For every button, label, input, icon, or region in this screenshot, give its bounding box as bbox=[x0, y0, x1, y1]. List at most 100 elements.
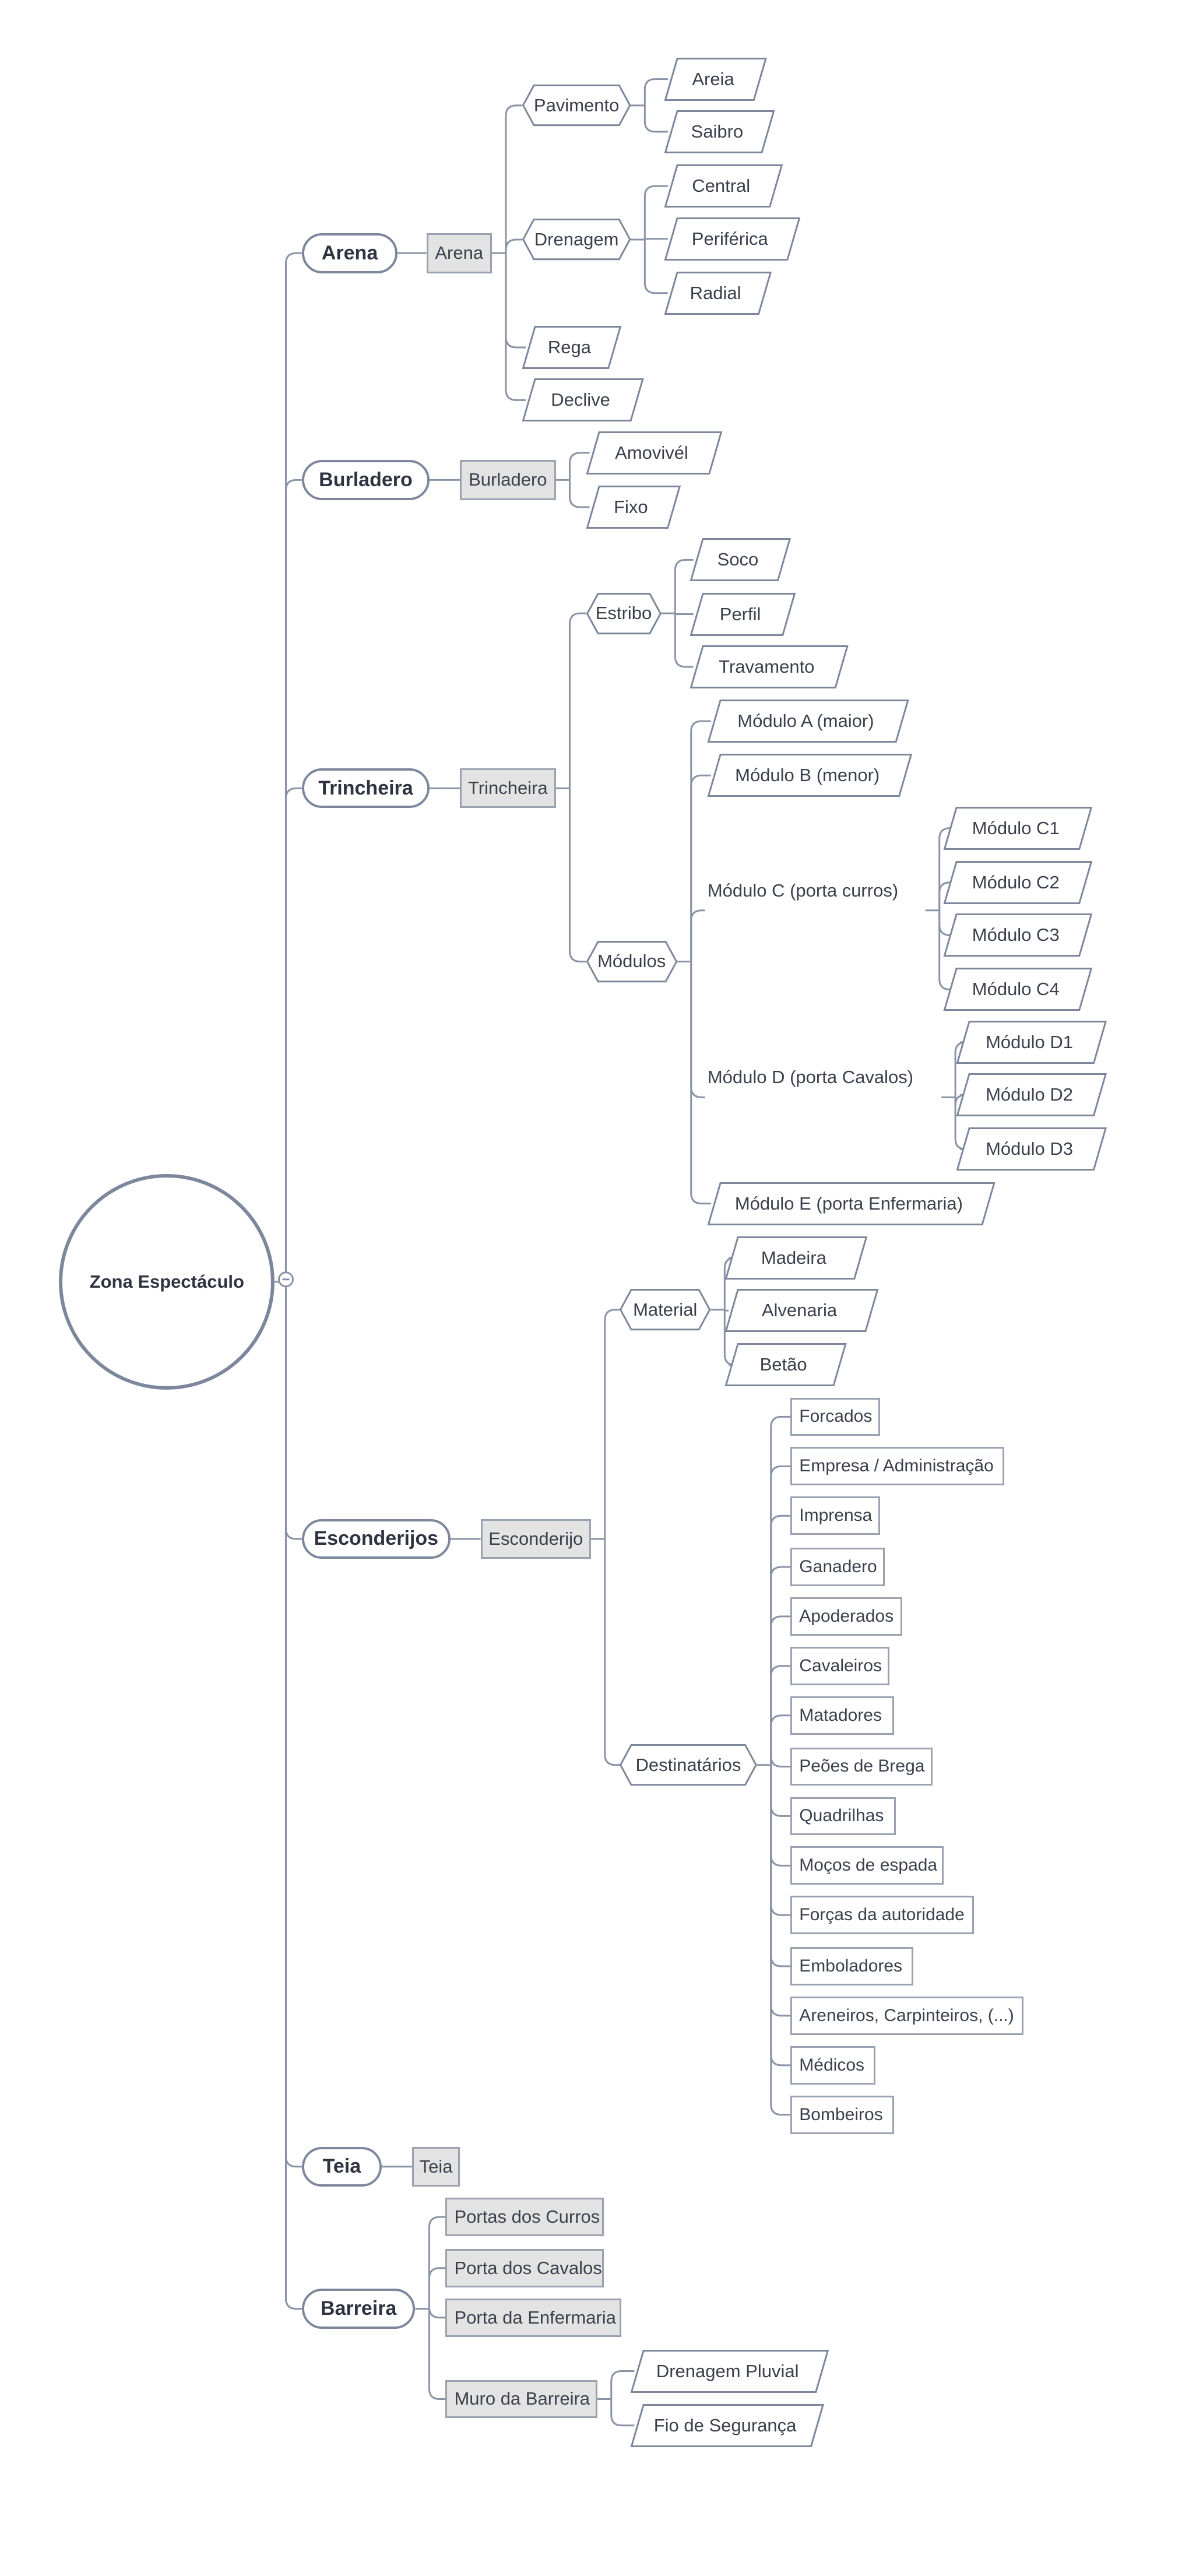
topic-para-fio-de-seguranca[interactable]: Fio de Segurança bbox=[630, 2403, 825, 2447]
topic-plain-modulo-d-porta-cavalos[interactable]: Módulo D (porta Cavalos) bbox=[708, 1057, 939, 1098]
topic-pill-barreira[interactable]: Barreira bbox=[301, 2289, 416, 2329]
topic-wbox-apoderados[interactable]: Apoderados bbox=[790, 1597, 903, 1636]
topic-label: Perfil bbox=[719, 603, 761, 624]
topic-label: Forças da autoridade bbox=[799, 1905, 965, 1925]
branch-line bbox=[643, 240, 668, 294]
parallelogram-shape bbox=[943, 968, 1093, 1011]
topic-hex-estribo[interactable]: Estribo bbox=[586, 592, 662, 634]
topic-hex-material[interactable]: Material bbox=[619, 1289, 711, 1331]
topic-para-modulo-c3[interactable]: Módulo C3 bbox=[943, 913, 1093, 957]
topic-para-modulo-d1[interactable]: Módulo D1 bbox=[956, 1020, 1107, 1064]
branch-line bbox=[428, 2308, 446, 2400]
topic-label: Central bbox=[692, 175, 751, 196]
topic-box-trincheira[interactable]: Trincheira bbox=[460, 768, 556, 809]
topic-label: Travamento bbox=[719, 656, 815, 677]
branch-line bbox=[284, 479, 302, 1282]
topic-label: Madeira bbox=[761, 1247, 826, 1268]
branch-line bbox=[770, 1615, 791, 1765]
topic-para-travamento[interactable]: Travamento bbox=[690, 645, 849, 688]
parallelogram-shape bbox=[943, 913, 1093, 957]
parallelogram-shape bbox=[664, 217, 801, 261]
topic-para-saibro[interactable]: Saibro bbox=[664, 110, 775, 154]
topic-label: Ganadero bbox=[799, 1556, 877, 1576]
topic-para-modulo-e-porta-enfermaria[interactable]: Módulo E (porta Enfermaria) bbox=[707, 1182, 996, 1225]
topic-para-modulo-c1[interactable]: Módulo C1 bbox=[943, 806, 1093, 850]
topic-label: Teia bbox=[322, 2155, 361, 2178]
topic-pill-arena[interactable]: Arena bbox=[301, 233, 398, 273]
topic-wbox-mocos-de-espada[interactable]: Moços de espada bbox=[790, 1846, 944, 1885]
branch-line bbox=[770, 1566, 791, 1765]
topic-hex-drenagem[interactable]: Drenagem bbox=[522, 219, 631, 261]
topic-label: Médicos bbox=[799, 2055, 865, 2075]
topic-label: Arena bbox=[321, 241, 378, 264]
topic-label: Estribo bbox=[595, 603, 652, 624]
topic-wbox-areneiros-carpinteiros[interactable]: Areneiros, Carpinteiros, (...) bbox=[790, 1997, 1024, 2035]
topic-box-portas-dos-curros[interactable]: Portas dos Curros bbox=[445, 2198, 604, 2236]
topic-label: Radial bbox=[690, 282, 741, 303]
topic-para-soco[interactable]: Soco bbox=[690, 538, 791, 582]
topic-box-esconderijo[interactable]: Esconderijo bbox=[480, 1519, 591, 1559]
topic-box-porta-dos-cavalos[interactable]: Porta dos Cavalos bbox=[445, 2248, 604, 2287]
topic-para-central[interactable]: Central bbox=[664, 164, 783, 208]
topic-para-modulo-c4[interactable]: Módulo C4 bbox=[943, 968, 1093, 1011]
topic-label: Burladero bbox=[319, 468, 413, 491]
topic-para-drenagem-pluvial[interactable]: Drenagem Pluvial bbox=[630, 2349, 829, 2393]
topic-hex-pavimento[interactable]: Pavimento bbox=[522, 85, 631, 126]
topic-wbox-medicos[interactable]: Médicos bbox=[790, 2046, 875, 2085]
topic-para-rega[interactable]: Rega bbox=[522, 325, 622, 369]
parallelogram-shape bbox=[956, 1020, 1107, 1064]
topic-box-arena[interactable]: Arena bbox=[426, 233, 492, 273]
topic-para-areia[interactable]: Areia bbox=[664, 57, 767, 101]
branch-line bbox=[284, 1281, 302, 1540]
central-topic[interactable]: Zona Espectáculo bbox=[59, 1173, 275, 1390]
topic-para-amovivel[interactable]: Amovivél bbox=[586, 431, 722, 475]
topic-box-teia[interactable]: Teia bbox=[411, 2146, 460, 2187]
topic-para-betao[interactable]: Betão bbox=[724, 1343, 847, 1387]
topic-wbox-ganadero[interactable]: Ganadero bbox=[790, 1548, 885, 1586]
topic-para-modulo-d3[interactable]: Módulo D3 bbox=[956, 1127, 1107, 1171]
parallelogram-shape bbox=[690, 645, 849, 688]
topic-pill-trincheira[interactable]: Trincheira bbox=[301, 768, 430, 809]
branch-line bbox=[284, 787, 302, 1282]
topic-wbox-peoes-de-brega[interactable]: Peões de Brega bbox=[790, 1747, 933, 1786]
topic-para-alvenaria[interactable]: Alvenaria bbox=[724, 1289, 879, 1333]
topic-plain-modulo-c-porta-curros[interactable]: Módulo C (porta curros) bbox=[708, 870, 923, 911]
topic-label: Alvenaria bbox=[761, 1300, 838, 1321]
topic-para-modulo-b-menor[interactable]: Módulo B (menor) bbox=[707, 754, 913, 797]
branch-line bbox=[690, 774, 711, 962]
branch-line bbox=[569, 452, 590, 480]
topic-para-modulo-c2[interactable]: Módulo C2 bbox=[943, 860, 1093, 904]
parallelogram-shape bbox=[943, 806, 1093, 850]
topic-box-burladero[interactable]: Burladero bbox=[460, 460, 556, 500]
topic-para-fixo[interactable]: Fixo bbox=[586, 485, 681, 529]
branch-line bbox=[604, 1309, 620, 1539]
topic-label: Módulo D1 bbox=[986, 1031, 1073, 1052]
topic-para-periferica[interactable]: Periférica bbox=[664, 217, 801, 261]
topic-label: Rega bbox=[547, 336, 591, 357]
topic-wbox-imprensa[interactable]: Imprensa bbox=[790, 1496, 880, 1535]
topic-wbox-forcas-da-autoridade[interactable]: Forças da autoridade bbox=[790, 1896, 975, 1935]
topic-para-declive[interactable]: Declive bbox=[522, 378, 644, 422]
topic-wbox-emboladores[interactable]: Emboladores bbox=[790, 1947, 914, 1985]
topic-para-madeira[interactable]: Madeira bbox=[724, 1236, 868, 1280]
topic-box-muro-da-barreira[interactable]: Muro da Barreira bbox=[445, 2380, 597, 2419]
topic-wbox-bombeiros[interactable]: Bombeiros bbox=[790, 2095, 895, 2134]
topic-box-porta-da-enfermaria[interactable]: Porta da Enfermaria bbox=[445, 2298, 621, 2337]
topic-para-radial[interactable]: Radial bbox=[664, 271, 772, 315]
topic-wbox-matadores[interactable]: Matadores bbox=[790, 1696, 895, 1735]
topic-hex-destinatarios[interactable]: Destinatários bbox=[619, 1744, 757, 1786]
topic-pill-burladero[interactable]: Burladero bbox=[301, 460, 430, 500]
topic-para-perfil[interactable]: Perfil bbox=[690, 592, 796, 636]
topic-pill-esconderijos[interactable]: Esconderijos bbox=[301, 1519, 451, 1559]
topic-para-modulo-a-maior[interactable]: Módulo A (maior) bbox=[707, 700, 909, 743]
topic-label: Bombeiros bbox=[799, 2104, 883, 2124]
topic-wbox-empresa-administracao[interactable]: Empresa / Administração bbox=[790, 1447, 1005, 1486]
topic-wbox-quadrilhas[interactable]: Quadrilhas bbox=[790, 1797, 896, 1836]
topic-pill-teia[interactable]: Teia bbox=[301, 2146, 382, 2187]
topic-wbox-forcados[interactable]: Forcados bbox=[790, 1397, 880, 1436]
topic-label: Esconderijo bbox=[488, 1528, 583, 1549]
topic-para-modulo-d2[interactable]: Módulo D2 bbox=[956, 1073, 1107, 1117]
topic-hex-modulos[interactable]: Módulos bbox=[586, 940, 677, 983]
topic-wbox-cavaleiros[interactable]: Cavaleiros bbox=[790, 1646, 890, 1685]
